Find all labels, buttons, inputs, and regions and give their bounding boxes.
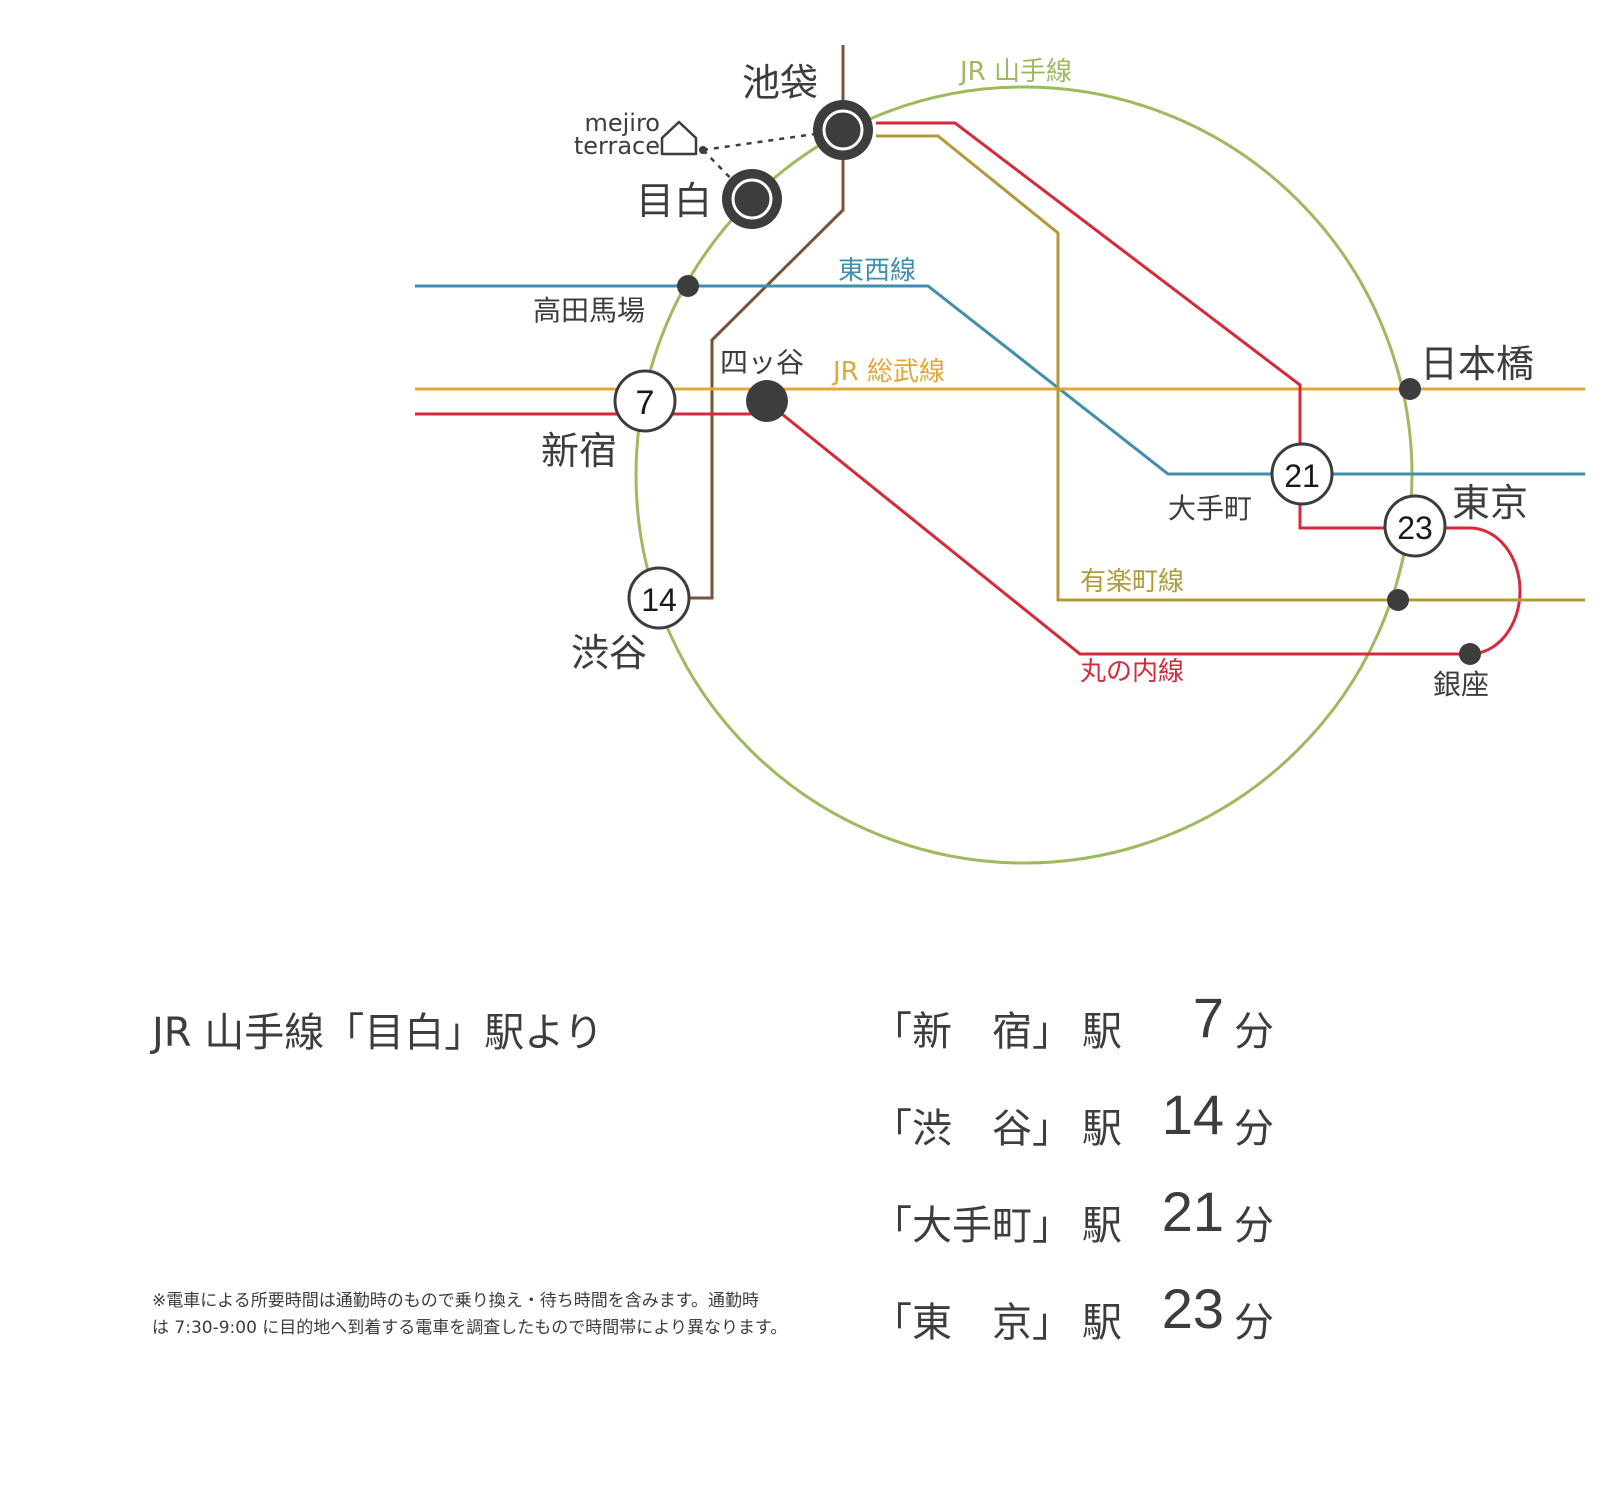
line-label-marunouchi: 丸の内線	[1080, 657, 1184, 687]
station-label-takadanobaba: 高田馬場	[533, 294, 645, 327]
badge-tokyo: 23	[1383, 494, 1447, 558]
badge-otemachi-number: 21	[1284, 458, 1320, 494]
badge-shibuya: 14	[627, 566, 691, 630]
station-label-ikebukuro: 池袋	[742, 61, 818, 105]
travel-time-unit: 分	[1234, 1203, 1274, 1249]
travel-time-minutes: 23	[1161, 1277, 1224, 1340]
station-label-yotsuya: 四ッ谷	[720, 346, 804, 379]
route-map: mejiro terrace 7 14 21 23 JR 山手線 東西線 JR …	[415, 45, 1585, 865]
travel-time-minutes: 21	[1161, 1180, 1224, 1243]
travel-time-station: 「渋 谷」	[872, 1106, 1072, 1152]
line-label-tozai: 東西線	[838, 256, 916, 286]
station-label-mejiro: 目白	[636, 179, 712, 223]
marunouchi-line-loop	[1412, 526, 1522, 656]
station-label-otemachi: 大手町	[1168, 492, 1252, 525]
badge-shinjuku: 7	[613, 369, 677, 433]
footnote-line: ※電車による所要時間は通勤時のもので乗り換え・待ち時間を含みます。通勤時	[152, 1291, 760, 1311]
travel-time-eki: 駅	[1082, 1009, 1122, 1055]
station-label-tokyo: 東京	[1452, 481, 1528, 525]
home-label-line1: mejiro	[584, 109, 660, 137]
badge-shibuya-number: 14	[641, 582, 677, 618]
station-dot-yurakucho-junction	[1387, 589, 1409, 611]
home-point	[699, 146, 707, 154]
marunouchi-line-main	[766, 400, 1470, 656]
line-label-sobu: JR 総武線	[831, 357, 945, 387]
travel-time-unit: 分	[1234, 1300, 1274, 1346]
station-dot-yotsuya	[746, 380, 788, 422]
badge-otemachi: 21	[1270, 442, 1334, 506]
travel-time-unit: 分	[1234, 1106, 1274, 1152]
home-icon	[660, 120, 698, 156]
travel-time-eki: 駅	[1082, 1203, 1122, 1249]
line-label-yurakucho: 有楽町線	[1080, 567, 1184, 597]
home-label-line2: terrace	[574, 132, 660, 160]
station-dot-takadanobaba	[677, 275, 699, 297]
travel-time-eki: 駅	[1082, 1106, 1122, 1152]
station-label-shinjuku: 新宿	[541, 429, 617, 473]
badge-tokyo-number: 23	[1397, 510, 1433, 546]
footnote-line: は 7:30-9:00 に目的地へ到着する電車を調査したもので時間帯により異なり…	[152, 1318, 788, 1338]
badge-shinjuku-number: 7	[636, 384, 655, 422]
travel-time-minutes: 14	[1161, 1083, 1224, 1146]
station-label-shibuya: 渋谷	[571, 631, 647, 675]
yurakucho-line	[876, 134, 1585, 602]
home-link-ikebukuro	[702, 128, 844, 152]
line-label-yamanote: JR 山手線	[958, 57, 1072, 87]
travel-time-station: 「東 京」	[872, 1300, 1072, 1346]
origin-heading: JR 山手線「目白」駅より	[152, 1010, 604, 1056]
station-label-nihonbashi: 日本橋	[1420, 342, 1534, 386]
travel-time-unit: 分	[1234, 1009, 1274, 1055]
travel-time-eki: 駅	[1082, 1300, 1122, 1346]
tozai-line	[415, 284, 1585, 476]
station-ikebukuro	[813, 100, 873, 160]
travel-time-station: 「大手町」	[872, 1203, 1072, 1249]
travel-time-minutes: 7	[1192, 986, 1224, 1049]
station-label-ginza: 銀座	[1433, 668, 1489, 701]
station-dot-ginza	[1459, 643, 1481, 665]
marunouchi-line-east	[876, 121, 1412, 530]
travel-time-station: 「新 宿」	[872, 1009, 1072, 1055]
footnote: ※電車による所要時間は通勤時のもので乗り換え・待ち時間を含みます。通勤時 は 7…	[152, 1288, 842, 1342]
station-dot-nihonbashi	[1399, 378, 1421, 400]
station-mejiro	[722, 169, 782, 229]
